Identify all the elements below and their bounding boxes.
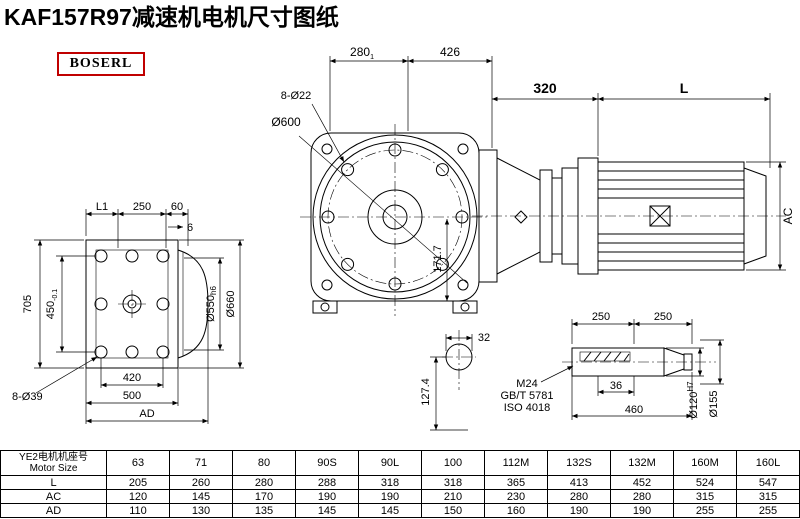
table-header-cn: YE2电机机座号 [19,451,88,463]
dim-420-label: 420 [123,372,141,384]
cell-AC-132s: 280 [547,489,611,504]
dim-660-label: Ø660 [225,291,237,318]
shaft-end-view: 32 127.4 [420,330,490,431]
dim-320-label: 320 [533,80,557,96]
dim-460-label: 460 [625,404,643,416]
dim-450-label: 450-0.1 [45,289,59,320]
col-63: 63 [106,450,170,476]
dim-171-label: 171.7 [432,245,444,273]
cell-L-63: 205 [106,475,170,490]
dim-250-label: 250 [133,201,151,213]
cell-AD-63: 110 [106,503,170,518]
cell-AC-112m: 230 [484,489,548,504]
cell-AC-90l: 190 [358,489,422,504]
cell-L-132m: 452 [610,475,674,490]
cell-L-90s: 288 [295,475,359,490]
col-100: 100 [421,450,485,476]
cell-AD-112m: 160 [484,503,548,518]
table-row-AD: AD 110 130 135 145 145 150 160 190 190 2… [0,503,800,518]
col-160m: 160M [673,450,737,476]
cell-L-112m: 365 [484,475,548,490]
cell-AC-71: 145 [169,489,233,504]
dim-550-label: Ø550h6 [205,286,218,322]
col-80: 80 [232,450,296,476]
cell-L-90l: 318 [358,475,422,490]
cell-AD-90s: 145 [295,503,359,518]
cell-L-100: 318 [421,475,485,490]
cell-AD-100: 150 [421,503,485,518]
cell-AD-132s: 190 [547,503,611,518]
fan-cover [743,167,767,265]
table-row-AC: AC 120 145 170 190 190 210 230 280 280 3… [0,489,800,504]
dim-120-label: Ø120H7 [686,381,700,419]
cell-AC-160l: 315 [736,489,800,504]
cell-AD-160m: 255 [673,503,737,518]
dim-36-label: 36 [610,380,622,392]
row-label-AC: AC [0,489,107,504]
cell-AC-100: 210 [421,489,485,504]
col-112m: 112M [484,450,548,476]
cell-L-160l: 547 [736,475,800,490]
cell-AD-90l: 145 [358,503,422,518]
cell-AD-71: 130 [169,503,233,518]
cell-L-160m: 524 [673,475,737,490]
col-132s: 132S [547,450,611,476]
boserl-logo: BOSERL [57,52,145,76]
cell-AC-160m: 315 [673,489,737,504]
page-title: KAF157R97减速机电机尺寸图纸 [4,4,339,30]
dim-280-label: 2801 [350,45,374,61]
row-label-L: L [0,475,107,490]
dim-ac-label: AC [781,207,795,224]
keyway-hatch [583,351,630,362]
cell-AD-160l: 255 [736,503,800,518]
dim-600-label: Ø600 [271,115,301,129]
col-71: 71 [169,450,233,476]
standard-gb-label: GB/T 5781 [501,390,554,402]
cell-AC-132m: 280 [610,489,674,504]
row-label-AD: AD [0,503,107,518]
dim-32-label: 32 [478,332,490,344]
thread-callout-m24: M24 [516,378,537,390]
dim-250b-label: 250 [654,311,672,323]
front-view: Ø600 8-Ø22 171.7 2801 426 [271,45,493,316]
dim-ad-label: AD [139,408,154,420]
dim-426-label: 426 [440,45,460,59]
dim-60-label: 60 [171,201,183,213]
cell-AD-132m: 190 [610,503,674,518]
dim-155-label: Ø155 [708,391,720,418]
table-header-motor-size: YE2电机机座号 Motor Size [0,450,107,476]
dim-l1-label: L1 [96,201,108,213]
motor-size-table: YE2电机机座号 Motor Size 63 71 80 90S 90L 100… [0,450,800,518]
dim-500-label: 500 [123,390,141,402]
col-132m: 132M [610,450,674,476]
table-row-L: L 205 260 280 288 318 318 365 413 452 52… [0,475,800,490]
cell-L-71: 260 [169,475,233,490]
table-header-row: YE2电机机座号 Motor Size 63 71 80 90S 90L 100… [0,450,800,476]
table-header-en: Motor Size [29,463,78,474]
bolt-callout-8d39: 8-Ø39 [12,391,43,403]
rear-view: L1 250 60 6 705 450-0.1 8-Ø39 420 500 [12,201,244,424]
standard-iso-label: ISO 4018 [504,402,550,414]
motor-fins [598,170,744,262]
dim-l-label: L [680,80,689,96]
col-90l: 90L [358,450,422,476]
shaft-detail: 250 250 M24 GB/T 5781 ISO 4018 36 460 [501,311,724,420]
col-160l: 160L [736,450,800,476]
cell-L-132s: 413 [547,475,611,490]
technical-drawing: L1 250 60 6 705 450-0.1 8-Ø39 420 500 [12,45,795,431]
cell-AD-80: 135 [232,503,296,518]
dim-705-label: 705 [22,295,34,313]
side-view-motor: 320 L AC [472,80,795,283]
cell-AC-90s: 190 [295,489,359,504]
dim-127-label: 127.4 [420,378,432,406]
dim-6-label: 6 [187,222,193,234]
dim-250a-label: 250 [592,311,610,323]
bolt-callout-8d22: 8-Ø22 [281,90,312,102]
cell-AC-80: 170 [232,489,296,504]
col-90s: 90S [295,450,359,476]
cell-AC-63: 120 [106,489,170,504]
cell-L-80: 280 [232,475,296,490]
